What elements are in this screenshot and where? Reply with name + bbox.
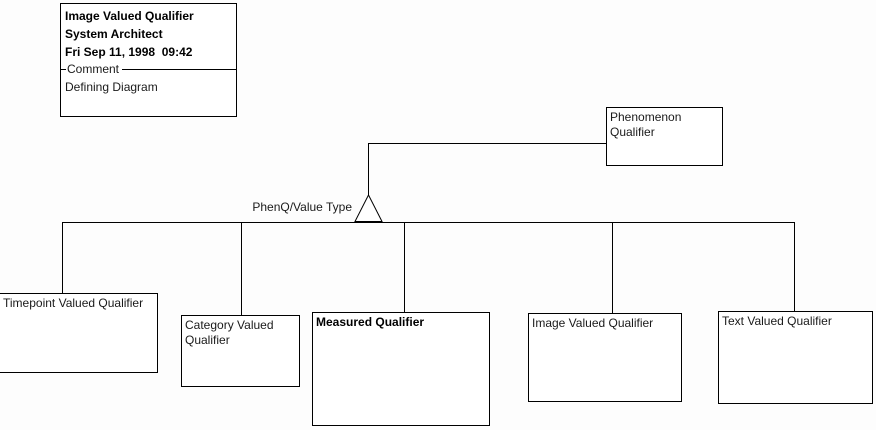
- connector-drop-measured: [404, 222, 405, 312]
- node-timepoint-valued-qualifier[interactable]: Timepoint Valued Qualifier: [0, 293, 158, 373]
- application-name: System Architect: [65, 27, 163, 41]
- comment-value: Defining Diagram: [65, 80, 158, 94]
- node-label: Measured Qualifier: [316, 315, 425, 329]
- connector-parent-vertical: [368, 143, 369, 195]
- connector-drop-timepoint: [62, 222, 63, 293]
- relationship-label: PhenQ/Value Type: [252, 200, 352, 214]
- diagram-title-box[interactable]: Image Valued Qualifier System Architect …: [60, 3, 237, 117]
- comment-rule-line: [122, 69, 236, 70]
- comment-tick-line: [61, 69, 66, 70]
- connector-bus-line: [62, 222, 795, 223]
- node-measured-qualifier[interactable]: Measured Qualifier: [312, 312, 490, 426]
- node-label: Image Valued Qualifier: [532, 316, 654, 330]
- comment-label: Comment: [67, 62, 120, 76]
- node-label: Category Valued Qualifier: [185, 318, 274, 347]
- timestamp: Fri Sep 11, 1998 09:42: [65, 45, 193, 59]
- connector-drop-image: [612, 222, 613, 313]
- connector-drop-text: [794, 222, 795, 311]
- connector-drop-category: [241, 222, 242, 315]
- node-category-valued-qualifier[interactable]: Category Valued Qualifier: [181, 315, 300, 387]
- node-text-valued-qualifier[interactable]: Text Valued Qualifier: [718, 311, 873, 404]
- diagram-title: Image Valued Qualifier: [65, 9, 194, 23]
- node-label: Timepoint Valued Qualifier: [3, 296, 144, 310]
- connector-parent-horizontal: [368, 143, 606, 144]
- node-phenomenon-qualifier[interactable]: Phenomenon Qualifier: [606, 107, 723, 166]
- node-label: Phenomenon Qualifier: [610, 110, 682, 139]
- node-label: Text Valued Qualifier: [722, 314, 832, 328]
- node-image-valued-qualifier[interactable]: Image Valued Qualifier: [528, 313, 682, 402]
- subtype-triangle-icon[interactable]: [354, 194, 384, 223]
- comment-separator: Comment: [61, 61, 236, 78]
